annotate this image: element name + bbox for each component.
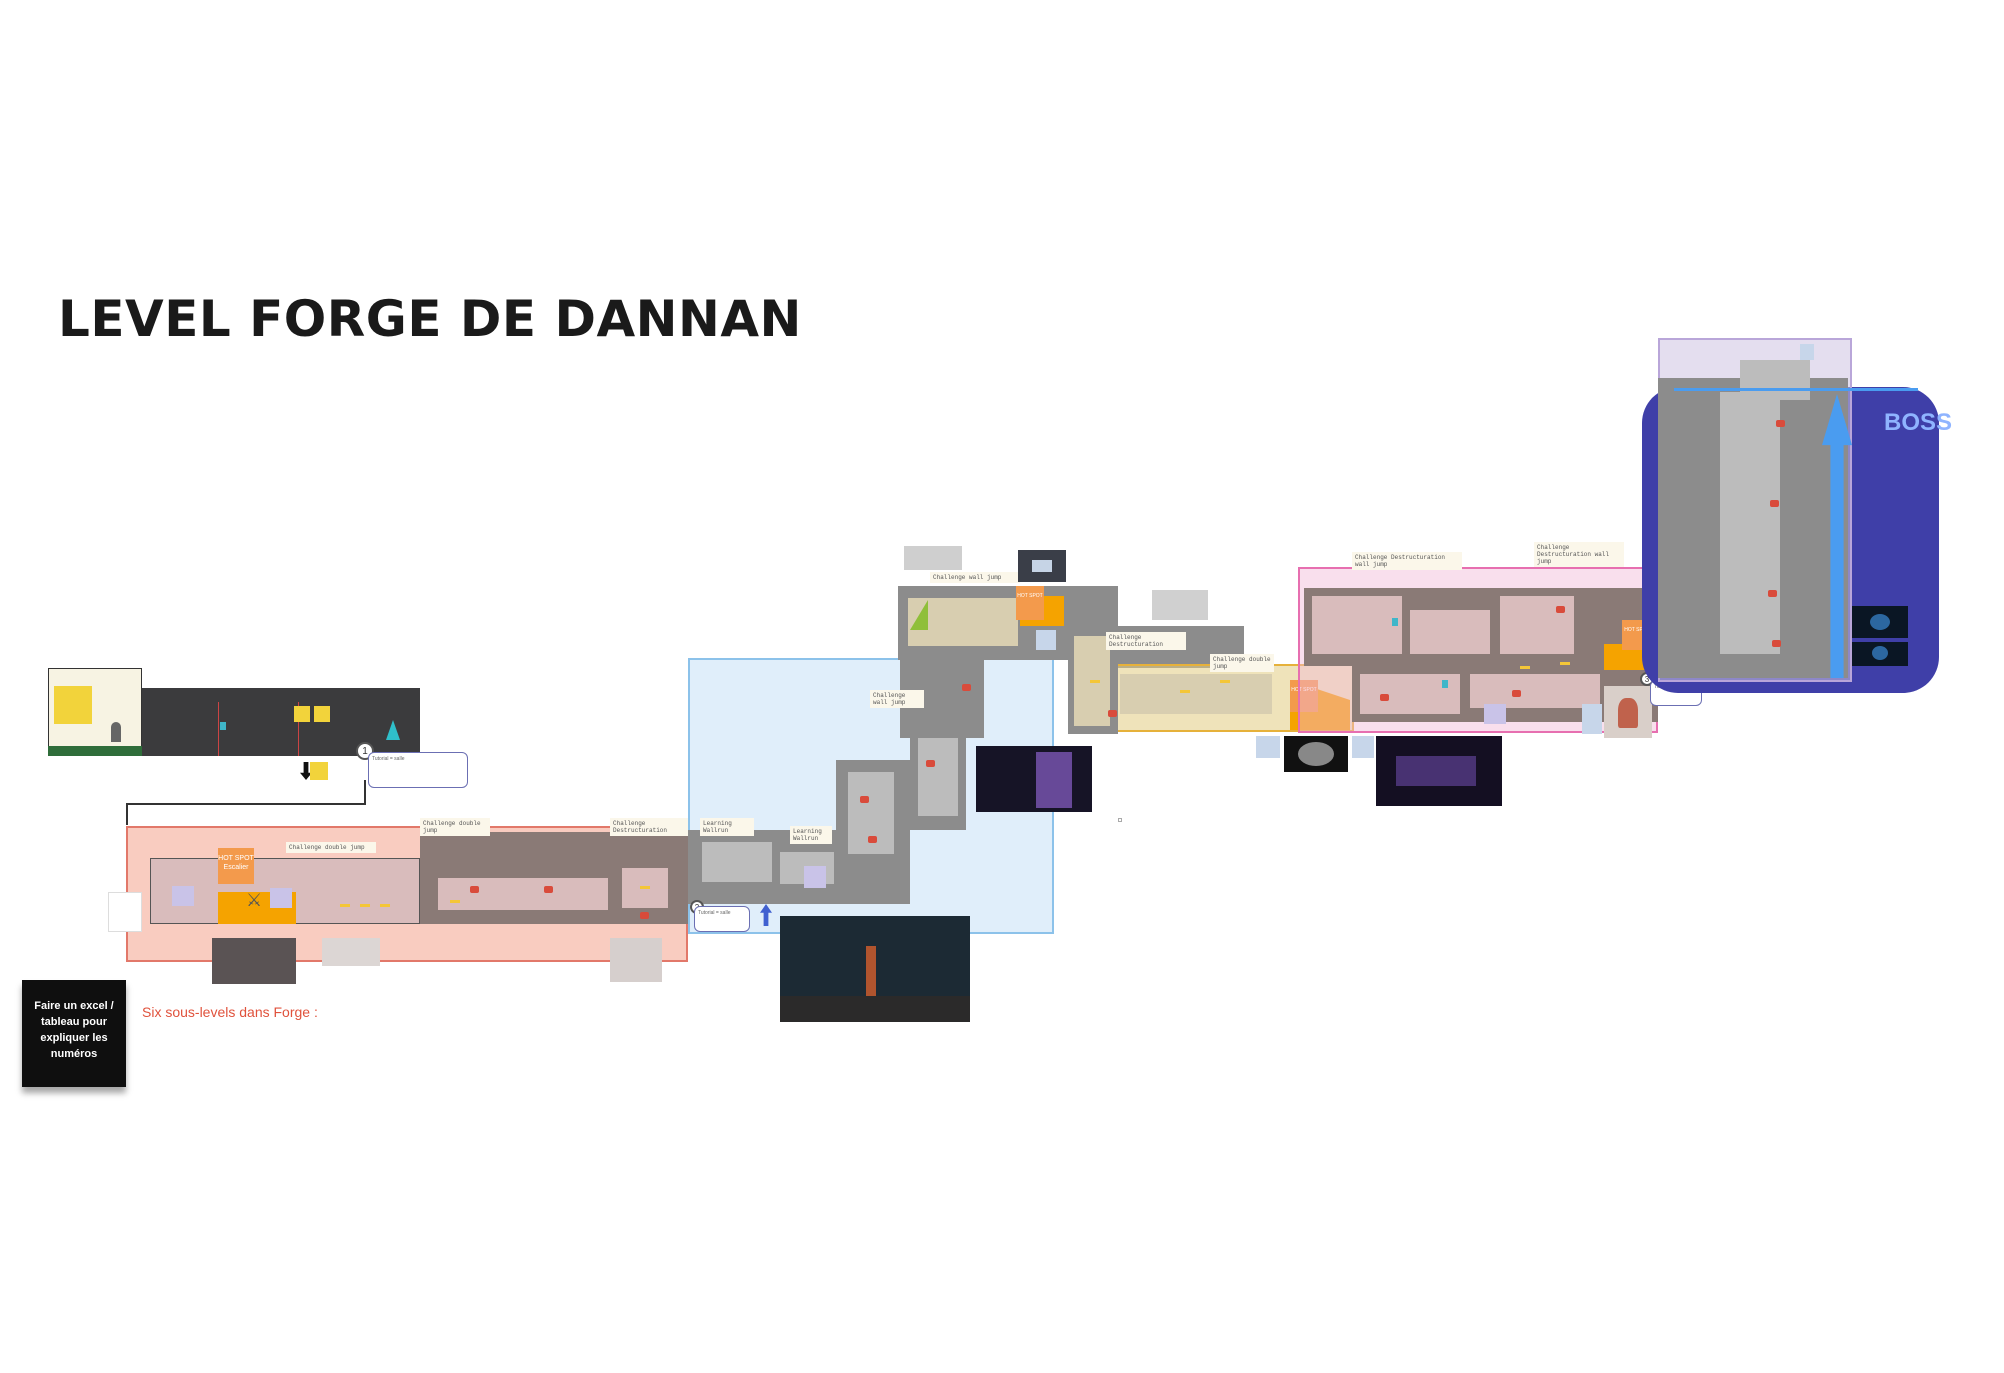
reference-image <box>1604 686 1652 738</box>
enemy-marker <box>1776 420 1785 427</box>
enemy-marker <box>1108 710 1117 717</box>
marker <box>1392 618 1398 626</box>
platform <box>1220 680 1230 683</box>
sticky-note <box>294 706 310 722</box>
note-label: Challenge double jump <box>1210 654 1274 672</box>
sticky-note <box>314 706 330 722</box>
room-inner <box>1120 674 1272 714</box>
note-label: Challenge Destructuration wall jump <box>1534 542 1624 567</box>
sticky-note <box>1036 630 1056 650</box>
enemy-marker <box>860 796 869 803</box>
note-label: Challenge double jump <box>286 842 376 853</box>
sticky-note <box>1582 704 1602 734</box>
enemy-marker <box>640 912 649 919</box>
connector-line <box>126 803 128 825</box>
enemy-marker <box>868 836 877 843</box>
boss-text: BOSS <box>1884 409 1953 436</box>
boss-label: BOSS <box>1884 410 1952 435</box>
note-label: Learning Wallrun <box>790 826 832 844</box>
reference-image <box>1018 550 1066 582</box>
reference-image <box>1152 590 1208 620</box>
boss-line <box>1674 388 1918 391</box>
platform <box>380 904 390 907</box>
platform <box>640 886 650 889</box>
note-label: Challenge Destructuration <box>1106 632 1186 650</box>
note-label: Challenge Destructuration <box>610 818 688 836</box>
triangle-icon <box>386 720 400 740</box>
platform <box>360 904 370 907</box>
enemy-marker <box>926 760 935 767</box>
sticky-note <box>54 686 92 724</box>
platform <box>1560 662 1570 665</box>
reference-image <box>610 938 662 982</box>
forge-sublevels-label: Six sous-levels dans Forge : <box>142 1004 318 1020</box>
note-label: Learning Wallrun <box>700 818 754 836</box>
sticky-note <box>310 762 328 780</box>
game-screenshot <box>976 746 1092 812</box>
sticky-note <box>1800 344 1814 360</box>
ground <box>48 746 142 756</box>
room-inner <box>1410 610 1490 654</box>
platform <box>340 904 350 907</box>
note-label: Challenge wall jump <box>870 690 924 708</box>
enemy-marker <box>1768 590 1777 597</box>
reference-image <box>904 546 962 570</box>
platform <box>1520 666 1530 669</box>
reference-image <box>1284 736 1348 772</box>
hotspot-sticky: HOT SPOT <box>1290 680 1318 712</box>
connector-line <box>364 780 366 804</box>
room-inner <box>1470 674 1600 708</box>
enemy-marker <box>1556 606 1565 613</box>
note-label: Challenge double jump <box>420 818 490 836</box>
enemy-marker <box>470 886 479 893</box>
anchor-point <box>1118 818 1122 822</box>
swords-icon: ⚔ <box>246 890 263 910</box>
note-bubble: Tutorial = salle <box>368 752 468 788</box>
note-label: Challenge wall jump <box>930 572 1020 583</box>
page-title: LEVEL FORGE DE DANNAN <box>58 290 802 348</box>
platform <box>1090 680 1100 683</box>
sticky-note <box>172 886 194 906</box>
enemy-marker <box>1512 690 1521 697</box>
excel-note: Faire un excel / tableau pour expliquer … <box>22 980 126 1087</box>
room-inner <box>438 878 608 910</box>
intro-area <box>48 668 420 756</box>
enemy-marker <box>962 684 971 691</box>
divider <box>298 702 299 756</box>
hotspot-sticky: HOT SPOT Escalier <box>218 848 254 884</box>
note-bubble: Tutorial = salle <box>694 906 750 932</box>
sticky-note <box>1256 736 1280 758</box>
marker <box>220 722 226 730</box>
room-inner <box>1720 392 1780 654</box>
divider <box>218 702 219 756</box>
enemy-marker <box>1770 500 1779 507</box>
enemy-marker <box>1772 640 1781 647</box>
sticky-note <box>1484 704 1506 724</box>
sticky-note <box>108 892 142 932</box>
room-inner <box>1740 360 1810 400</box>
room-inner <box>1312 596 1402 654</box>
enemy-marker <box>1380 694 1389 701</box>
sticky-note <box>804 866 826 888</box>
sticky-note <box>1352 736 1374 758</box>
platform <box>1180 690 1190 693</box>
sticky-note <box>270 888 292 908</box>
intro-room <box>142 688 420 756</box>
game-screenshot <box>780 916 970 1022</box>
player-icon <box>111 722 121 742</box>
marker <box>1442 680 1448 688</box>
hotspot-sticky: HOT SPOT <box>1016 586 1044 620</box>
reference-image <box>212 938 296 984</box>
room-inner <box>1500 596 1574 654</box>
room-inner <box>702 842 772 882</box>
enemy-marker <box>544 886 553 893</box>
game-screenshot <box>1852 642 1908 666</box>
game-screenshot <box>1376 736 1502 806</box>
reference-image <box>322 938 380 966</box>
connector-line <box>126 803 366 805</box>
platform <box>450 900 460 903</box>
note-label: Challenge Destructuration wall jump <box>1352 552 1462 570</box>
game-screenshot <box>1852 606 1908 638</box>
